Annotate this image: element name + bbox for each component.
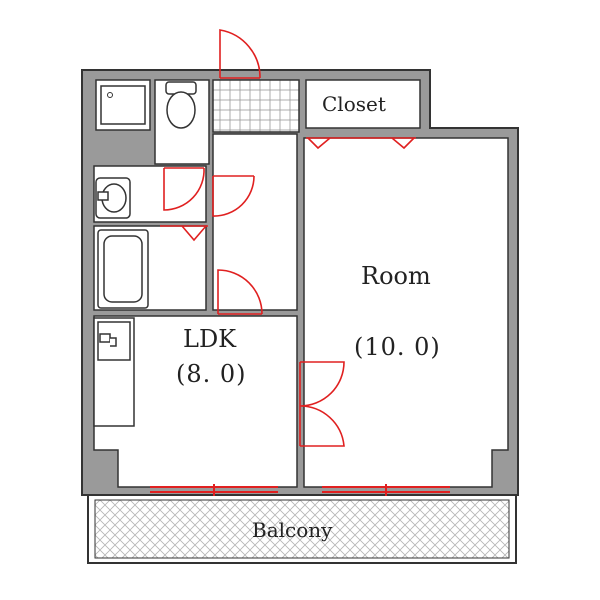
- closet-label: Closet: [322, 92, 386, 116]
- toilet-door: [163, 167, 205, 211]
- closet-door: [306, 137, 416, 150]
- wash-door: [212, 175, 255, 217]
- shower-tray: [100, 85, 146, 125]
- hallway: [212, 133, 298, 311]
- kitchen-counter: [93, 317, 135, 427]
- ldk-area-label: (8. 0): [176, 360, 247, 388]
- ldk-room: [93, 315, 298, 488]
- openings: [150, 29, 450, 496]
- toilet-icon: [165, 81, 197, 129]
- balcony: [87, 494, 517, 564]
- ldk-window: [150, 484, 278, 496]
- bath-door: [160, 225, 208, 242]
- balcony-label: Balcony: [252, 518, 333, 542]
- ldk-door: [217, 269, 263, 315]
- entrance-tiles: [212, 79, 300, 133]
- room-window: [322, 484, 450, 496]
- room-area-label: (10. 0): [354, 333, 441, 361]
- main-room: [303, 137, 509, 488]
- bathtub-icon: [97, 229, 149, 309]
- closet: [305, 79, 421, 129]
- ldk-label: LDK: [183, 325, 237, 353]
- wash-basin-icon: [95, 177, 131, 219]
- room-label: Room: [361, 262, 431, 290]
- room-door: [299, 361, 345, 447]
- entrance-door: [219, 29, 261, 79]
